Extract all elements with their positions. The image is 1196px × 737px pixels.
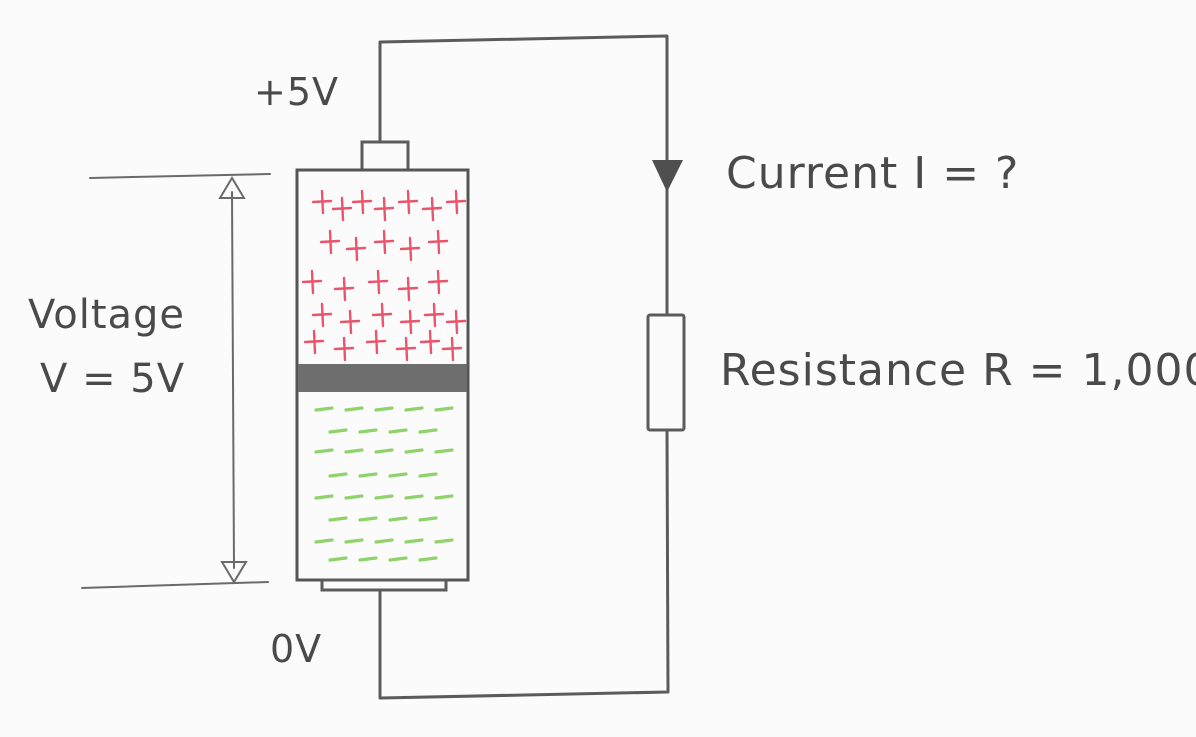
plus-sign-icon bbox=[367, 269, 389, 295]
minus-dash-icon bbox=[374, 448, 394, 454]
current-arrow-icon bbox=[652, 160, 683, 192]
minus-dash-icon bbox=[328, 516, 348, 522]
minus-dash-icon bbox=[344, 538, 364, 544]
minus-dash-icon bbox=[374, 538, 394, 544]
resistance-label: Resistance R = 1,000 Ω bbox=[720, 345, 1196, 396]
voltage-measure-line bbox=[231, 191, 235, 569]
minus-dash-icon bbox=[388, 472, 408, 478]
plus-sign-icon bbox=[365, 329, 387, 355]
plus-sign-icon bbox=[397, 189, 419, 215]
plus-sign-icon bbox=[395, 336, 417, 362]
minus-dash-icon bbox=[434, 538, 454, 544]
current-label: Current I = ? bbox=[726, 148, 1019, 199]
plus-sign-icon bbox=[427, 269, 449, 295]
minus-dash-icon bbox=[328, 472, 348, 478]
minus-dash-icon bbox=[358, 472, 378, 478]
minus-dash-icon bbox=[404, 448, 424, 454]
top-terminal-label: +5V bbox=[254, 70, 339, 114]
minus-dash-icon bbox=[374, 494, 394, 500]
battery-top-terminal bbox=[360, 140, 410, 172]
voltage-bottom-reference-line bbox=[81, 581, 269, 589]
minus-dash-icon bbox=[328, 428, 348, 434]
plus-sign-icon bbox=[445, 309, 467, 335]
minus-dash-icon bbox=[314, 538, 334, 544]
plus-sign-icon bbox=[345, 236, 367, 262]
minus-dash-icon bbox=[314, 494, 334, 500]
voltage-label-line2: V = 5V bbox=[40, 356, 185, 402]
plus-sign-icon bbox=[427, 229, 449, 255]
plus-sign-icon bbox=[301, 269, 323, 295]
minus-dash-icon bbox=[358, 516, 378, 522]
plus-sign-icon bbox=[339, 309, 361, 335]
minus-dash-icon bbox=[314, 406, 334, 412]
plus-sign-icon bbox=[419, 329, 441, 355]
minus-dash-icon bbox=[434, 406, 454, 412]
minus-dash-icon bbox=[344, 448, 364, 454]
plus-sign-icon bbox=[373, 196, 395, 222]
bottom-terminal-label: 0V bbox=[270, 627, 322, 671]
plus-sign-icon bbox=[331, 196, 353, 222]
negative-charges bbox=[314, 406, 454, 562]
minus-dash-icon bbox=[358, 556, 378, 562]
voltage-arrow-down-icon bbox=[220, 561, 248, 584]
voltage-label-line1: Voltage bbox=[28, 292, 185, 338]
plus-sign-icon bbox=[333, 276, 355, 302]
plus-sign-icon bbox=[445, 189, 467, 215]
minus-dash-icon bbox=[418, 556, 438, 562]
minus-dash-icon bbox=[358, 428, 378, 434]
resistor bbox=[646, 313, 686, 432]
minus-dash-icon bbox=[344, 406, 364, 412]
plus-sign-icon bbox=[399, 236, 421, 262]
plus-sign-icon bbox=[397, 276, 419, 302]
minus-dash-icon bbox=[434, 448, 454, 454]
plus-sign-icon bbox=[399, 309, 421, 335]
plus-sign-icon bbox=[423, 302, 445, 328]
minus-dash-icon bbox=[418, 472, 438, 478]
battery-bottom-terminal bbox=[320, 578, 448, 592]
plus-sign-icon bbox=[371, 302, 393, 328]
plus-sign-icon bbox=[441, 336, 463, 362]
minus-dash-icon bbox=[388, 428, 408, 434]
plus-sign-icon bbox=[351, 189, 373, 215]
minus-dash-icon bbox=[404, 494, 424, 500]
battery-separator bbox=[298, 364, 467, 392]
minus-dash-icon bbox=[344, 494, 364, 500]
minus-dash-icon bbox=[404, 538, 424, 544]
plus-sign-icon bbox=[421, 196, 443, 222]
plus-sign-icon bbox=[311, 302, 333, 328]
minus-dash-icon bbox=[404, 406, 424, 412]
voltage-top-reference-line bbox=[89, 173, 271, 179]
plus-sign-icon bbox=[303, 329, 325, 355]
positive-charges bbox=[301, 189, 467, 362]
minus-dash-icon bbox=[418, 516, 438, 522]
plus-sign-icon bbox=[333, 336, 355, 362]
minus-dash-icon bbox=[434, 494, 454, 500]
plus-sign-icon bbox=[373, 229, 395, 255]
minus-dash-icon bbox=[388, 556, 408, 562]
plus-sign-icon bbox=[311, 189, 333, 215]
minus-dash-icon bbox=[328, 556, 348, 562]
minus-dash-icon bbox=[388, 516, 408, 522]
plus-sign-icon bbox=[319, 229, 341, 255]
minus-dash-icon bbox=[374, 406, 394, 412]
minus-dash-icon bbox=[314, 448, 334, 454]
minus-dash-icon bbox=[418, 428, 438, 434]
voltage-arrow-up-icon bbox=[218, 176, 246, 199]
